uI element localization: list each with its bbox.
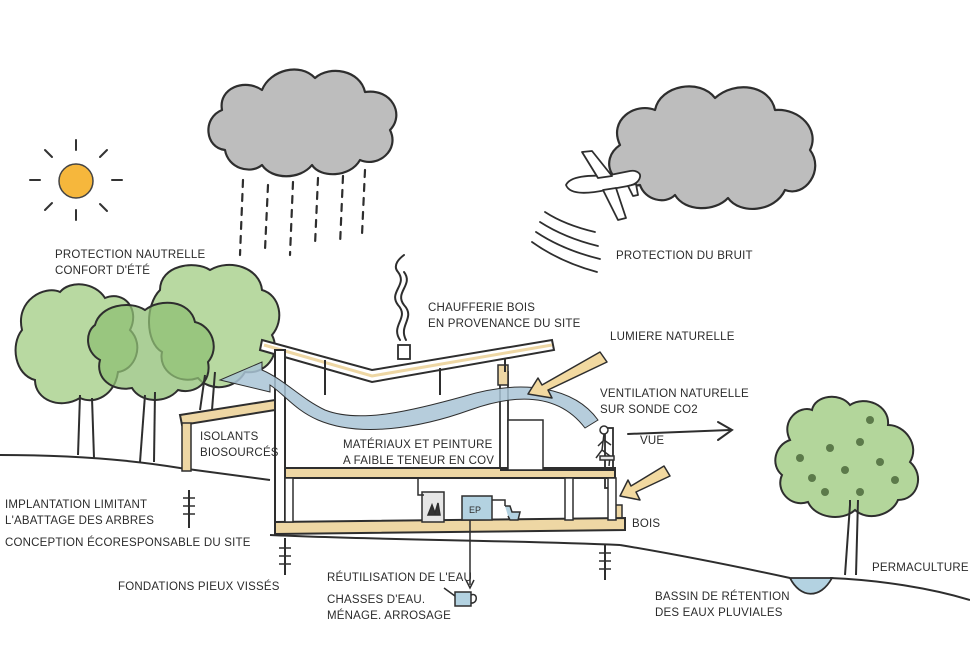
label-bois: BOIS <box>632 516 660 532</box>
bassin-line-1: BASSIN DE RÉTENTION <box>655 591 790 603</box>
screw-pile-foundations <box>183 490 611 580</box>
view-arrow <box>627 421 734 441</box>
label-protection-bruit: PROTECTION DU BRUIT <box>616 248 753 264</box>
label-reutilisation: RÉUTILISATION DE L'EAU <box>327 570 472 586</box>
isolants-line-1: ISOLANTS <box>200 431 259 443</box>
label-bassin: BASSIN DE RÉTENTION DES EAUX PLUVIALES <box>655 589 790 621</box>
label-chaufferie: CHAUFFERIE BOIS EN PROVENANCE DU SITE <box>428 300 580 332</box>
label-materiaux: MATÉRIAUX ET PEINTURE A FAIBLE TENEUR EN… <box>343 437 494 469</box>
ground-under-house <box>269 534 621 546</box>
sound-waves-icon <box>531 211 601 273</box>
lumiere-text: LUMIERE NATURELLE <box>610 331 735 343</box>
smoke-icon <box>394 254 410 341</box>
implantation-line-2: L'ABATTAGE DES ARBRES <box>5 515 155 527</box>
permaculture-text: PERMACULTURE <box>872 562 969 574</box>
label-isolants: ISOLANTS BIOSOURCÉS <box>200 429 279 461</box>
tank-icon <box>461 495 506 590</box>
vue-text: VUE <box>640 435 665 447</box>
retention-basin <box>788 577 834 595</box>
house-section <box>178 338 626 536</box>
reutilisation-text: RÉUTILISATION DE L'EAU <box>327 572 473 584</box>
isolants-line-2: BIOSOURCÉS <box>200 447 279 459</box>
label-implantation: IMPLANTATION LIMITANT L'ABATTAGE DES ARB… <box>5 497 154 529</box>
air-flow-arrow <box>218 361 599 430</box>
toilet-icon <box>505 505 521 521</box>
protection-line-1: PROTECTION NAUTRELLE <box>55 249 206 261</box>
chasses-line-1: CHASSES D'EAU. <box>327 594 426 606</box>
protection-line-2: CONFORT D'ÉTÉ <box>55 265 151 277</box>
bassin-line-2: DES EAUX PLUVIALES <box>655 607 783 619</box>
label-permaculture: PERMACULTURE <box>872 560 969 576</box>
sun-icon <box>29 139 123 221</box>
ventilation-line-1: VENTILATION NATURELLE <box>600 388 749 400</box>
label-fondations: FONDATIONS PIEUX VISSÉS <box>118 579 280 595</box>
materiaux-line-1: MATÉRIAUX ET PEINTURE <box>343 439 493 451</box>
label-chasses: CHASSES D'EAU. MÉNAGE. ARROSAGE <box>327 592 451 624</box>
conception-text: CONCEPTION ÉCORESPONSABLE DU SITE <box>5 537 251 549</box>
ventilation-line-2: SUR SONDE CO2 <box>600 404 698 416</box>
tank-tag: EP <box>469 505 481 515</box>
label-conception: CONCEPTION ÉCORESPONSABLE DU SITE <box>5 535 251 551</box>
bruit-text: PROTECTION DU BRUIT <box>616 250 753 262</box>
materiaux-line-2: A FAIBLE TENEUR EN COV <box>343 455 495 467</box>
ground-line <box>0 454 970 601</box>
wood-boiler <box>417 478 445 523</box>
label-protection-naturelle: PROTECTION NAUTRELLE CONFORT D'ÉTÉ <box>55 247 205 279</box>
label-lumiere: LUMIERE NATURELLE <box>610 329 735 345</box>
rain-cloud-icon <box>207 68 398 257</box>
light-arrows <box>527 351 671 501</box>
watering-can-icon <box>443 587 477 607</box>
chaufferie-line-1: CHAUFFERIE BOIS <box>428 302 536 314</box>
label-ventilation: VENTILATION NATURELLE SUR SONDE CO2 <box>600 386 749 418</box>
airplane-icon <box>565 150 642 221</box>
label-vue: VUE <box>640 433 664 449</box>
left-trees <box>14 263 281 463</box>
chaufferie-line-2: EN PROVENANCE DU SITE <box>428 318 581 330</box>
implantation-line-1: IMPLANTATION LIMITANT <box>5 499 148 511</box>
person-icon <box>595 425 615 467</box>
bois-text: BOIS <box>632 518 661 530</box>
chasses-line-2: MÉNAGE. ARROSAGE <box>327 610 451 622</box>
permaculture-tree <box>774 395 919 576</box>
fondations-text: FONDATIONS PIEUX VISSÉS <box>118 581 280 593</box>
cloud-icon <box>608 85 817 210</box>
